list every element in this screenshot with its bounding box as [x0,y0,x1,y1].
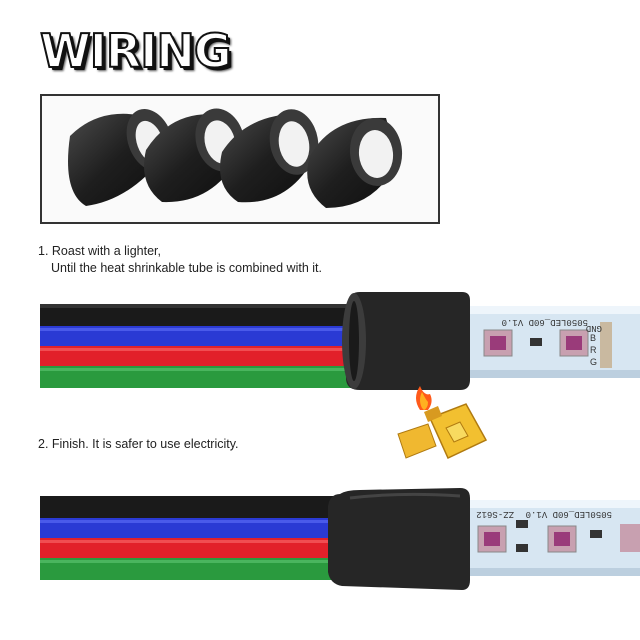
strip-model-label: 5050LED_60D V1.0 [502,317,588,327]
heat-shrink-tube-icon [220,109,319,203]
heat-shrink-tubes-panel [40,94,440,224]
wire-green-2 [40,558,340,580]
strip-code-label: ZZ-S612 [476,509,514,519]
wire-assembly-step-1: 5050LED_60D V1.0 GND B R G [40,292,640,390]
strip-gnd-label: GND [586,323,602,333]
strip-model-label-2: 5050LED_60D V1.0 [526,509,612,519]
wire-black-2 [40,496,340,518]
wire-black [40,304,370,326]
strip-pin-r: R [590,345,597,355]
step-1-text: 1. Roast with a lighter, Until the heat … [38,244,322,275]
heat-shrink-tube-shrunk [328,488,470,590]
strip-pin-g: G [590,357,597,367]
heat-shrink-tube [346,292,470,390]
heat-shrink-tube-icon [307,117,403,208]
page-title: WIRING [39,24,233,78]
wire-assembly-step-2: ZZ-S612 5050LED_60D V1.0 [40,488,640,590]
strip-pin-b: B [590,333,596,343]
wire-green [40,366,370,388]
flame-icon [416,386,432,410]
step-2-text: 2. Finish. It is safer to use electricit… [38,437,239,451]
lighter-icon [397,386,488,460]
